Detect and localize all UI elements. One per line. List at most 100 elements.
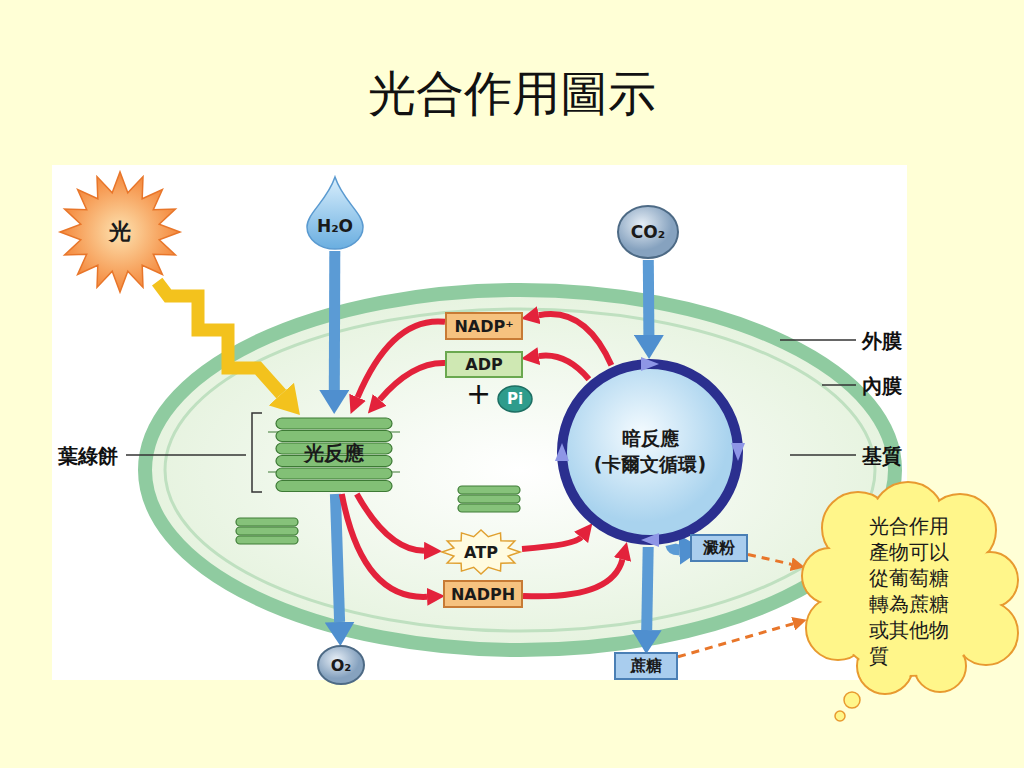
molecule-outline [618,206,678,258]
box-outline [446,313,522,339]
graphic-part [458,486,520,494]
graphic-part [458,495,520,503]
node-label: 光反應 [304,440,364,467]
graphic-part [827,510,992,675]
flow-arrow [523,560,622,597]
molecule-circle: O₂ [316,644,366,686]
molecule-outline [318,646,364,684]
molecule-box: 蔗糖 [614,652,678,680]
box-outline [444,581,522,607]
graphic-part [126,454,246,456]
plus-sign: + [466,376,491,411]
graphic-part [844,692,860,708]
node-label: ADP [465,355,502,374]
part-label: 內膜 [862,373,902,400]
molecule-box: NADP⁺ [445,312,523,340]
flow-arrow [539,356,589,380]
sun-icon: 光 [58,170,182,294]
flow-arrow [643,260,655,335]
node-label: H₂O [317,216,353,236]
drop-shape [303,175,367,251]
thylakoid-disk [276,418,392,429]
burst-outline [442,530,520,574]
node-label: O₂ [331,656,352,675]
text-wrap: Pi [497,385,533,413]
node-label: 光合作用產物可以從葡萄糖轉為蔗糖或其他物質 [869,513,949,669]
part-label: 外膜 [862,328,902,355]
node-label: 蔗糖 [630,656,662,677]
text-wrap: 光 [58,170,182,294]
callout-arrow [748,555,791,565]
flow-arrow [329,251,341,390]
node-label: 澱粉 [703,538,735,559]
thought-bubbles [835,692,860,721]
thylakoid-stack: 光反應 [268,412,400,494]
box-outline [446,352,522,377]
molecule-box: NADPH [443,580,523,608]
node-label: NADPH [451,585,515,604]
graphic-part [790,454,856,456]
thylakoid-disk [276,468,392,479]
text-wrap: O₂ [316,644,366,686]
molecule-circle: CO₂ [616,204,680,260]
flow-arrow [647,547,649,630]
flow-arrow [335,494,339,622]
diagram-title: 光合作用圖示 [0,62,1024,126]
graphic-part [731,443,745,461]
node-label: CO₂ [631,222,665,242]
note-cloud: 光合作用產物可以從葡萄糖轉為蔗糖或其他物質 [800,488,1018,693]
text-wrap: 蔗糖 [614,652,678,680]
graphic-part [835,711,845,721]
text-wrap: NADP⁺ [445,312,523,340]
text-wrap: H₂O [303,175,367,251]
graphic-part [236,527,298,535]
molecule-box: ADP [445,351,523,378]
node-label: 暗反應 [622,426,679,452]
graphic-part [252,413,262,492]
graphic-part [236,518,298,526]
sun-rays [60,172,180,292]
light-arrow [157,282,281,395]
part-label: 葉綠餅 [58,443,118,470]
flow-arrow [380,363,445,400]
text-wrap: CO₂ [616,204,680,260]
flow-arrow [522,537,581,549]
diagram-panel [52,165,907,680]
graphic-part [822,384,856,386]
node-label: ATP [464,543,498,562]
inner-membrane [165,309,875,631]
text-wrap: ADP [445,351,523,378]
part-label: 基質 [862,443,902,470]
node-sublabel: (卡爾文循環) [594,452,706,478]
text-wrap: ATP [440,528,522,576]
flow-arrow [342,494,427,597]
atp-burst: ATP [440,528,522,576]
flow-arrow [671,545,679,550]
pill-outline [498,386,532,412]
calvin-cycle: 暗反應(卡爾文循環) [555,357,745,547]
graphic-part [458,504,520,512]
cycle-shape [555,357,745,547]
graphic-part [780,339,856,341]
graphic-part [641,357,659,371]
cloud-fill [804,484,1017,693]
box-outline [615,653,677,679]
cloud-outline [802,482,1018,694]
text-wrap: 光反應 [268,412,400,494]
node-label: NADP⁺ [454,317,513,336]
drop-outline [307,177,363,249]
graphic-part [641,533,659,547]
graphic-part [555,443,569,461]
flow-arrow [358,321,445,397]
thylakoid-disk [276,431,392,442]
water-drop: H₂O [303,175,367,251]
box-outline [691,535,747,561]
cycle-arrowheads [555,357,745,547]
cycle-ring [562,364,738,540]
text-wrap: NADPH [443,580,523,608]
graphic-part [236,536,298,544]
phosphate-pill: Pi [497,385,533,413]
flow-arrow [357,494,424,551]
text-wrap: 暗反應(卡爾文循環) [555,357,745,547]
